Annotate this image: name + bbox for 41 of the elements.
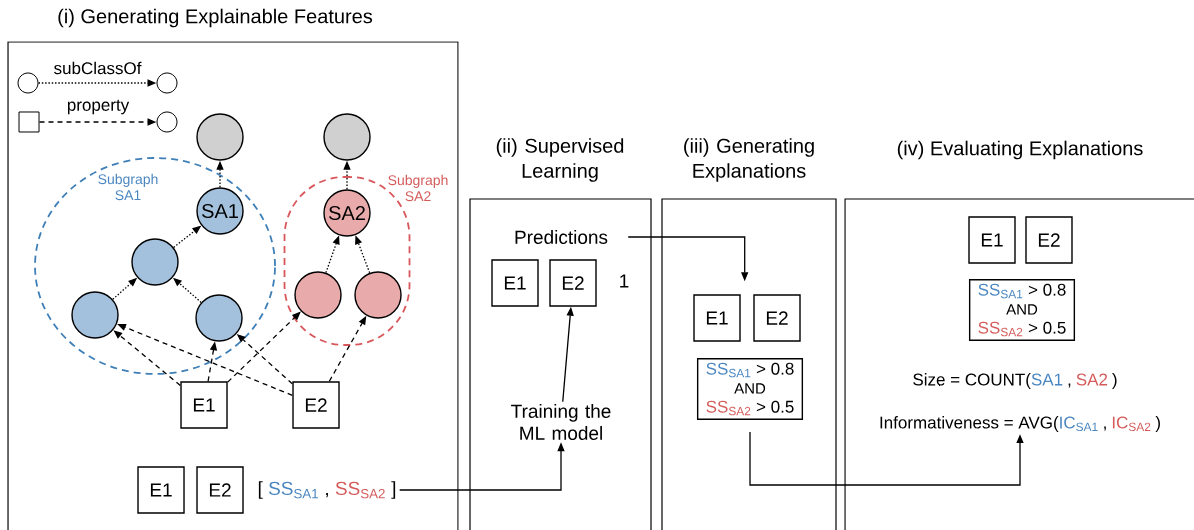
circle-node bbox=[196, 113, 244, 161]
arrow bbox=[749, 431, 1024, 486]
label: , bbox=[1068, 383, 1071, 388]
formula-text: Size = COUNT(SA1 , SA2 ) bbox=[913, 373, 1117, 389]
legend-circle bbox=[156, 111, 178, 133]
entity-box: E2 bbox=[292, 381, 340, 429]
entity-box: E2 bbox=[196, 466, 244, 514]
prediction-value: 1 bbox=[620, 274, 629, 288]
text-label: Predictions bbox=[515, 230, 608, 244]
entity-box: E2 bbox=[1025, 216, 1073, 264]
label: SA1 bbox=[1031, 373, 1063, 386]
circle-node bbox=[71, 291, 119, 339]
text-label: Training the ML model bbox=[511, 404, 611, 440]
legend-circle bbox=[156, 72, 178, 94]
entity-box: E1 bbox=[968, 216, 1016, 264]
circle-node: SA1 bbox=[196, 187, 244, 235]
node-label: SA2 bbox=[405, 191, 431, 202]
circle-node bbox=[354, 271, 402, 319]
label: SA2 bbox=[1076, 373, 1108, 386]
entity-box: E1 bbox=[693, 294, 741, 342]
legend-square bbox=[18, 111, 40, 133]
circle-node bbox=[323, 113, 371, 161]
entity-box: E1 bbox=[491, 259, 539, 307]
entity-box: E1 bbox=[137, 466, 185, 514]
legend-circle bbox=[17, 72, 39, 94]
entity-box: E2 bbox=[549, 259, 597, 307]
formula-text: Informativeness = AVG(IC$_{SA1}$ , IC$_{SA2}$ ) bbox=[880, 416, 1160, 432]
circle-node bbox=[294, 271, 342, 319]
entity-box: E1 bbox=[180, 381, 228, 429]
arrow bbox=[117, 323, 293, 396]
circle-node: SA2 bbox=[323, 189, 371, 237]
edge-label: property bbox=[65, 98, 131, 116]
entity-box: E2 bbox=[753, 294, 801, 342]
label: ) bbox=[1112, 373, 1117, 389]
label: Size = COUNT( bbox=[913, 373, 1031, 389]
condition-box: SS$_{SA1}$ > 0.8 AND SS$_{SA2}$ > 0.5 bbox=[968, 279, 1076, 341]
feature-vector: [ SS$_{SA1}$ , SS$_{SA2}$ ] bbox=[258, 481, 396, 499]
condition-box: SS$_{SA1}$ > 0.8 AND SS$_{SA2}$ > 0.5 bbox=[696, 358, 804, 420]
circle-node bbox=[131, 238, 179, 286]
circle-node bbox=[195, 294, 243, 342]
edge-label: subClassOf bbox=[52, 60, 143, 76]
